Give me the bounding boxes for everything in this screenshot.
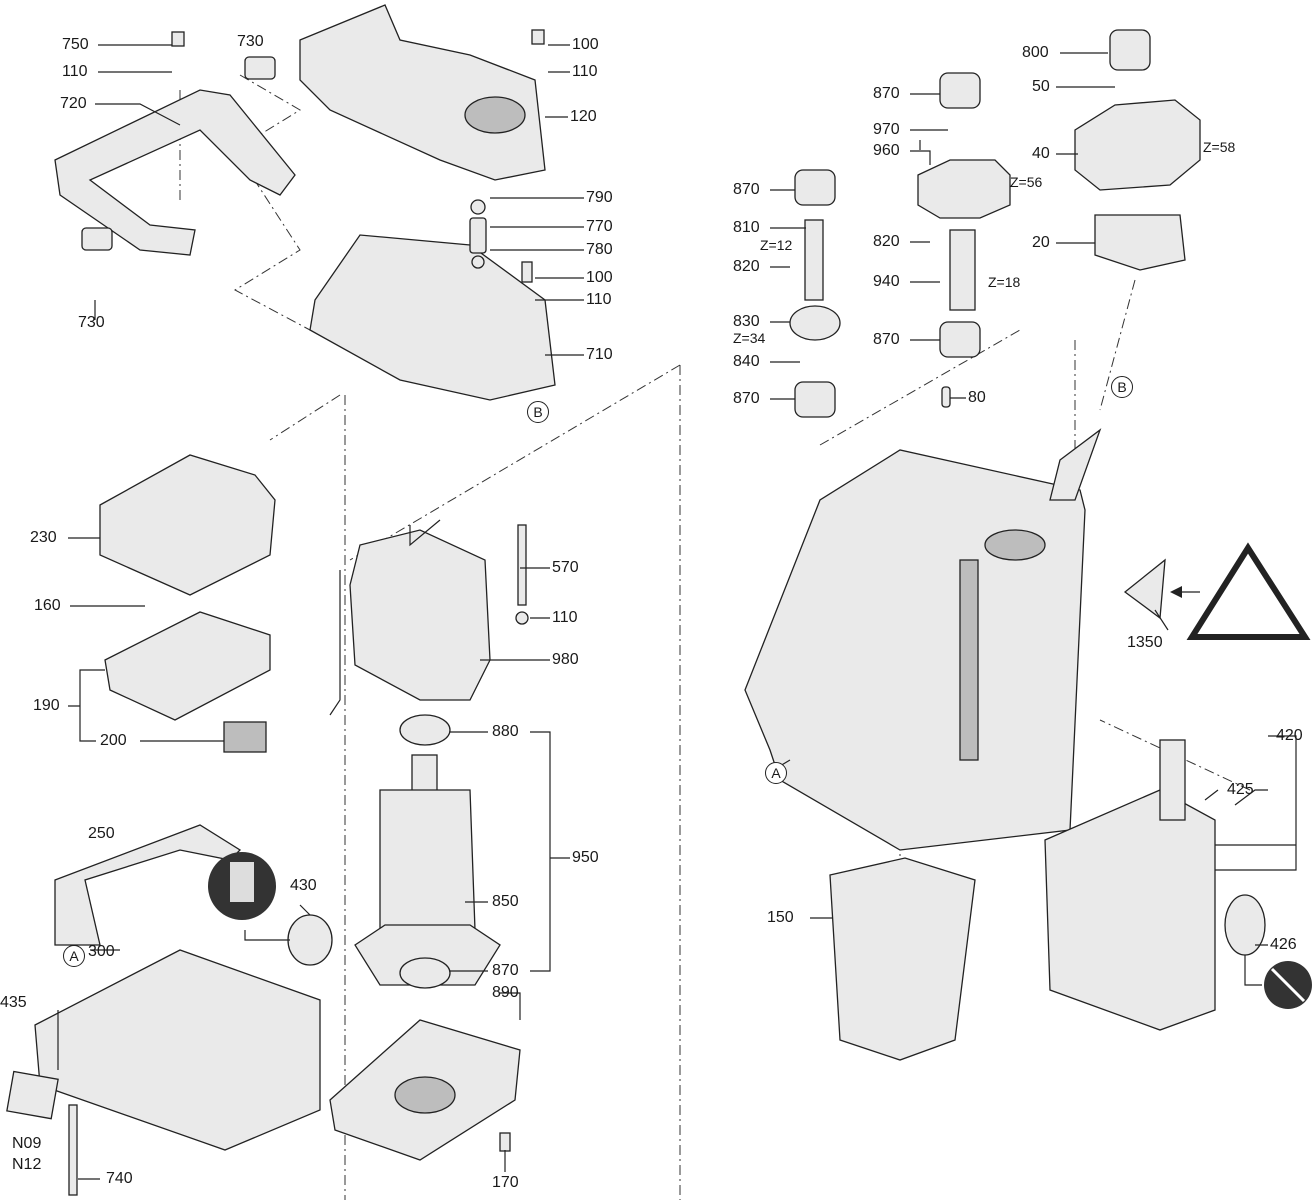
- part-label: 800: [1022, 44, 1049, 61]
- part-label: 730: [237, 33, 264, 50]
- part-label: 890: [492, 984, 519, 1001]
- gear-teeth-label: Z=18: [988, 274, 1021, 290]
- part-label: 950: [572, 849, 599, 866]
- reference-marker-b: B: [1111, 376, 1133, 398]
- part-label: 870: [733, 181, 760, 198]
- part-label: 1350: [1127, 634, 1163, 651]
- part-label: 300: [88, 943, 115, 960]
- part-label: 840: [733, 353, 760, 370]
- no-water-icon: [1264, 961, 1312, 1009]
- part-label: 420: [1276, 727, 1303, 744]
- part-label: N12: [12, 1156, 42, 1173]
- part-label: 100: [586, 269, 613, 286]
- part-label: 870: [492, 962, 519, 979]
- part-label: 430: [290, 877, 317, 894]
- part-label: 110: [586, 291, 612, 308]
- part-label: 870: [873, 331, 900, 348]
- part-label: 100: [572, 36, 599, 53]
- part-label: 730: [78, 314, 105, 331]
- part-label: 940: [873, 273, 900, 290]
- part-label: 820: [733, 258, 760, 275]
- part-label: 750: [62, 36, 89, 53]
- part-label: 426: [1270, 936, 1297, 953]
- part-label: 830: [733, 313, 760, 330]
- part-label: 230: [30, 529, 57, 546]
- part-label: 790: [586, 189, 613, 206]
- part-label: 80: [968, 389, 986, 406]
- handle-720: [54, 89, 296, 256]
- part-label: 970: [873, 121, 900, 138]
- gear-teeth-label: Z=34: [733, 330, 766, 346]
- part-label: 160: [34, 597, 61, 614]
- part-label: 110: [62, 63, 88, 80]
- part-label: 150: [767, 909, 794, 926]
- part-label: 880: [492, 723, 519, 740]
- part-label: 780: [586, 241, 613, 258]
- part-label: 50: [1032, 78, 1050, 95]
- part-label: N09: [12, 1135, 42, 1152]
- part-label: 870: [873, 85, 900, 102]
- gear-teeth-label: Z=58: [1203, 139, 1236, 155]
- warning-triangle-icon: [1186, 542, 1311, 640]
- part-label: 980: [552, 651, 579, 668]
- part-label: 190: [33, 697, 60, 714]
- part-label: 250: [88, 825, 115, 842]
- part-label: 870: [733, 390, 760, 407]
- part-label: 170: [492, 1174, 519, 1191]
- reference-marker-a: A: [63, 945, 85, 967]
- part-label: 200: [100, 732, 127, 749]
- part-label: 110: [572, 63, 598, 80]
- reference-marker-b: B: [527, 401, 549, 423]
- part-label: 435: [0, 994, 27, 1011]
- gear-teeth-label: Z=12: [760, 237, 793, 253]
- part-label: 960: [873, 142, 900, 159]
- part-label: 425: [1227, 781, 1254, 798]
- part-label: 570: [552, 559, 579, 576]
- part-label: 740: [106, 1170, 133, 1187]
- reference-marker-a: A: [765, 762, 787, 784]
- part-label: 820: [873, 233, 900, 250]
- part-label: 770: [586, 218, 613, 235]
- part-label: 810: [733, 219, 760, 236]
- part-label: 110: [552, 609, 578, 626]
- part-label: 40: [1032, 145, 1050, 162]
- part-label: 720: [60, 95, 87, 112]
- part-label: 850: [492, 893, 519, 910]
- part-label: 20: [1032, 234, 1050, 251]
- part-label: 120: [570, 108, 597, 125]
- manual-icon: [208, 852, 276, 920]
- gear-teeth-label: Z=56: [1010, 174, 1043, 190]
- part-label: 710: [586, 346, 613, 363]
